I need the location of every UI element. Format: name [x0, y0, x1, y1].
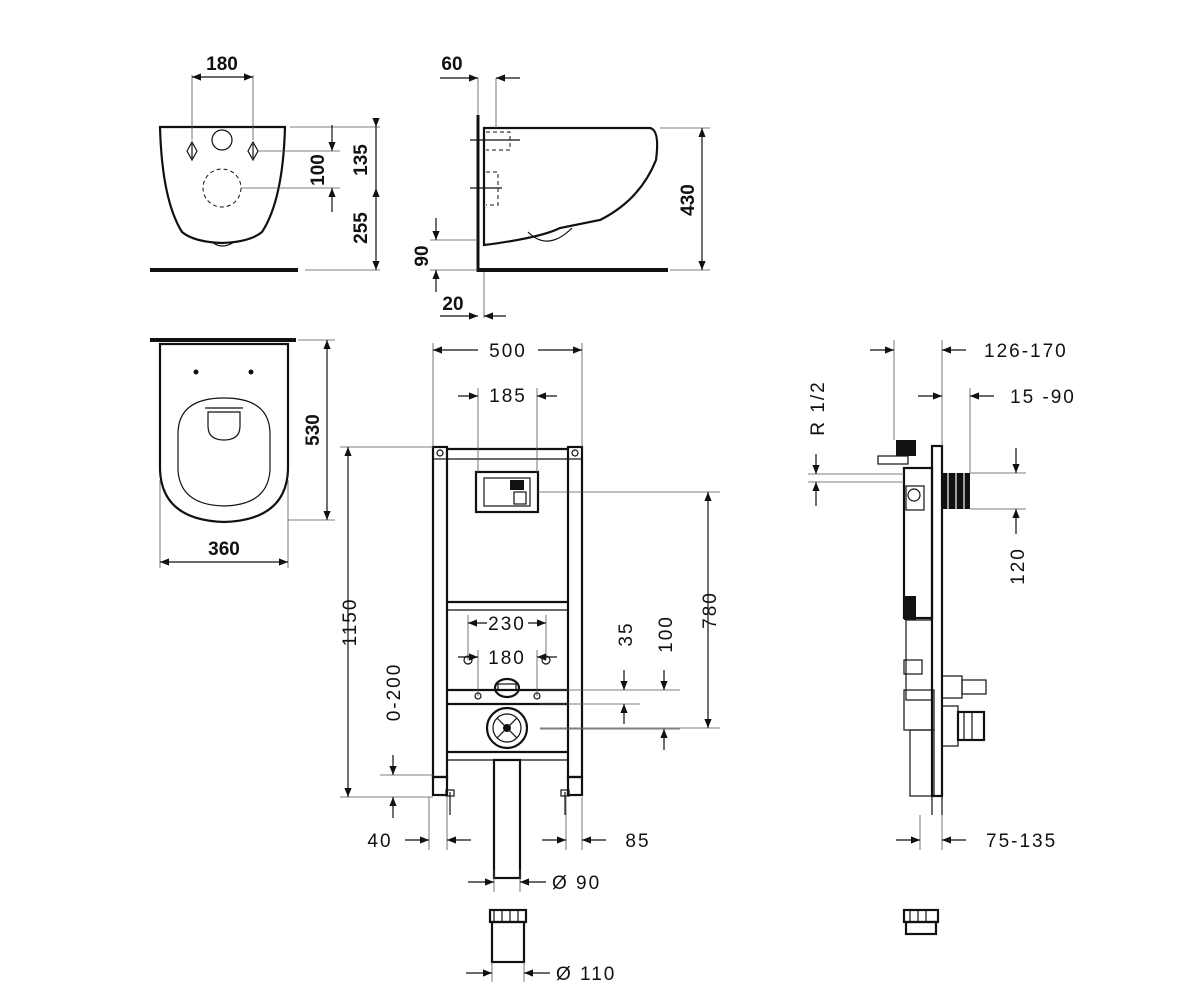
dim-15-90-profile: 15 -90: [1010, 387, 1076, 408]
dim-100-frame: 100: [656, 615, 677, 653]
dim-35-frame: 35: [616, 621, 637, 646]
dim-230-frame: 230: [488, 614, 526, 635]
dim-pipe-110: Ø 110: [556, 964, 616, 985]
bowl-side-view: [430, 74, 710, 320]
frame-front-view: [340, 343, 720, 982]
dim-40-frame: 40: [367, 831, 392, 852]
dim-1150-frame: 1150: [340, 598, 361, 647]
dim-500-frame: 500: [489, 341, 527, 362]
bowl-front-view: [150, 73, 380, 272]
dim-0-200-frame: 0-200: [384, 663, 405, 722]
dim-185-frame: 185: [489, 386, 527, 407]
dim-r-half-profile: R 1/2: [808, 380, 829, 435]
dim-180-bowl: 180: [206, 54, 238, 75]
dim-430-side: 430: [678, 184, 699, 216]
dim-780-frame: 780: [700, 591, 721, 629]
dim-530-top: 530: [303, 414, 324, 446]
dim-360-top: 360: [208, 539, 240, 560]
dim-126-170-profile: 126-170: [984, 341, 1068, 362]
dim-60-side: 60: [441, 54, 462, 75]
dim-120-profile: 120: [1008, 547, 1029, 585]
dim-75-135-profile: 75-135: [986, 831, 1057, 852]
dim-pipe-90: Ø 90: [552, 873, 601, 894]
dim-180-frame: 180: [488, 648, 526, 669]
dim-85-frame: 85: [625, 831, 650, 852]
dim-90-side: 90: [412, 245, 433, 266]
frame-side-view: [808, 340, 1026, 936]
dim-255-bowl: 255: [351, 212, 372, 244]
bowl-top-view: [150, 338, 335, 568]
dim-100-bowl: 100: [308, 154, 329, 186]
dim-20-side: 20: [442, 294, 463, 315]
dim-135-bowl: 135: [351, 144, 372, 176]
